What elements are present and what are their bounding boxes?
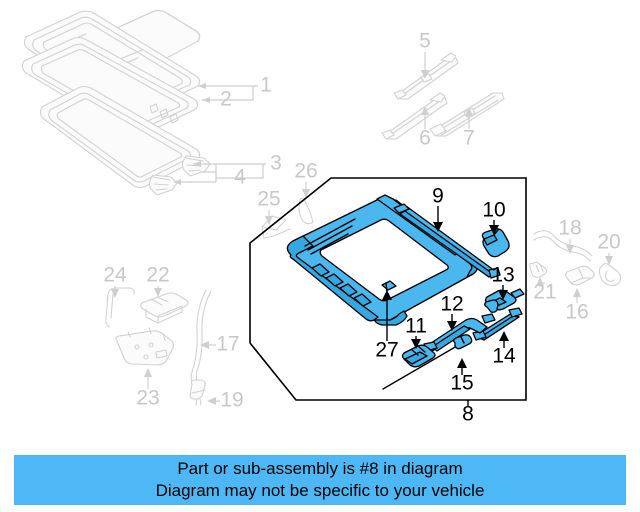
- part-4-clips: [148, 155, 211, 196]
- part-6-guide-rail: [381, 92, 448, 140]
- callout-label-9: 9: [432, 185, 444, 208]
- callout-leader-20: [605, 253, 613, 265]
- part-16-grommet-block: [564, 265, 595, 286]
- callout-label-13: 13: [491, 264, 514, 287]
- callout-leader-17: [200, 341, 216, 349]
- callout-leader-3-4: [173, 161, 266, 185]
- callout-label-15: 15: [450, 372, 473, 395]
- part-group-right: [529, 230, 622, 303]
- callout-leader-25: [265, 210, 273, 225]
- callout-leader-1-2: [198, 83, 258, 103]
- callout-label-22: 22: [146, 264, 169, 287]
- callout-leader-18: [566, 239, 574, 254]
- callout-label-4: 4: [234, 166, 246, 189]
- part-5-guide-rail: [393, 52, 459, 100]
- callout-label-25: 25: [257, 188, 280, 211]
- callout-leader-16: [573, 288, 581, 303]
- callout-leader-22: [154, 286, 162, 297]
- callout-label-12: 12: [440, 293, 463, 316]
- callout-leader-23: [144, 368, 152, 389]
- callout-leader-9: [433, 206, 443, 232]
- callout-leader-26: [302, 182, 310, 198]
- callout-leader-21: [536, 277, 545, 287]
- callout-leader-24: [111, 286, 119, 298]
- rail-group-5-6-7: [381, 52, 505, 140]
- part-19-grommet: [189, 379, 206, 406]
- info-banner: Part or sub-assembly is #8 in diagram Di…: [14, 455, 626, 505]
- callout-leader-10: [489, 220, 499, 235]
- part-22-motor: [140, 292, 189, 324]
- callout-label-21: 21: [533, 281, 556, 304]
- callout-leader-27: [382, 290, 392, 341]
- banner-line-1: Part or sub-assembly is #8 in diagram: [177, 459, 463, 478]
- part-2-seal-frame: [21, 36, 199, 138]
- callout-label-18: 18: [558, 217, 581, 240]
- part-23-bracket-plate: [115, 327, 175, 366]
- part-18-hose: [533, 230, 593, 262]
- callout-label-23: 23: [136, 387, 159, 410]
- part-10-drive-unit: [481, 228, 510, 258]
- callout-leader-7: [465, 107, 473, 129]
- callout-label-6: 6: [419, 127, 431, 150]
- callout-label-10: 10: [482, 199, 505, 222]
- callout-label-16: 16: [565, 301, 588, 324]
- callout-leader-13: [498, 285, 508, 300]
- part-11-slider-shoe: [401, 344, 436, 368]
- callout-leader-19: [207, 397, 220, 405]
- part-15-cable-rod: [382, 334, 473, 390]
- callout-label-5: 5: [419, 30, 431, 53]
- callout-label-3: 3: [270, 152, 282, 175]
- part-21-clip: [529, 261, 548, 278]
- callout-label-2: 2: [220, 88, 232, 111]
- callout-label-11: 11: [405, 315, 427, 338]
- callout-leader-5: [421, 52, 429, 79]
- callout-label-24: 24: [103, 264, 127, 287]
- assembly-8-boundary: [249, 177, 527, 406]
- callout-labels: 1 2 3 4 5 6 7 8 9 10 11 12 13 14 15 16 1…: [103, 30, 620, 426]
- callout-leader-14: [499, 331, 509, 348]
- callout-leader-15: [457, 358, 467, 375]
- part-9-rail: [393, 203, 501, 279]
- part-20-hook-clip: [598, 262, 622, 287]
- part-13-link-arm: [484, 288, 525, 313]
- part-group-25-26: [261, 182, 314, 239]
- callout-label-14: 14: [492, 345, 516, 368]
- glass-panel-group: [21, 9, 266, 196]
- callout-label-17: 17: [216, 333, 239, 356]
- callout-label-8: 8: [462, 403, 474, 426]
- part-group-left-lower: [105, 286, 220, 406]
- part-17-drain-hose: [190, 289, 212, 386]
- callout-label-19: 19: [220, 389, 243, 412]
- callout-label-1: 1: [260, 74, 272, 97]
- callout-label-20: 20: [597, 231, 620, 254]
- callout-leader-12: [447, 314, 457, 331]
- callout-label-27: 27: [375, 339, 398, 362]
- callout-label-26: 26: [294, 160, 317, 183]
- banner-line-2: Diagram may not be specific to your vehi…: [155, 481, 485, 500]
- part-24-rod: [105, 287, 135, 328]
- callout-leader-6: [421, 106, 429, 129]
- part-8-sunroof-frame-assembly: [286, 194, 525, 390]
- callout-leader-11: [411, 336, 421, 349]
- callout-label-7: 7: [463, 127, 475, 150]
- part-26-hook: [298, 197, 314, 225]
- part-25-bracket: [261, 215, 291, 239]
- part-14-guide-bar: [472, 307, 523, 341]
- assembly-8-callout-leaders: [382, 206, 509, 375]
